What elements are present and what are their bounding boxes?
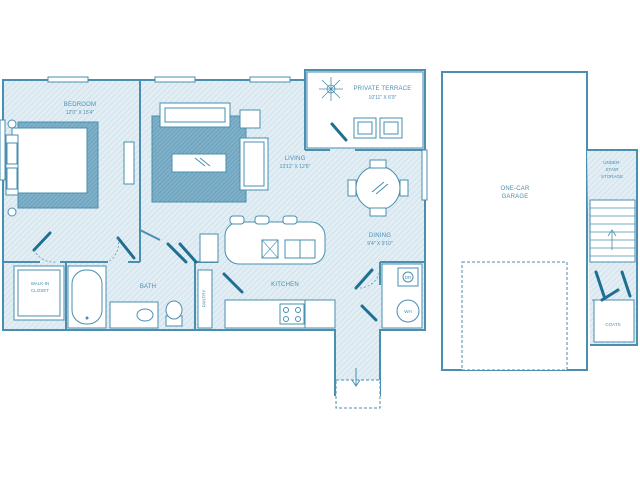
pantry-label: PANTRY [201,289,207,308]
dining-furniture [347,159,409,217]
storage-label-1: UNDER- [603,160,621,165]
terrace [306,71,424,149]
kitchen-fixtures [197,215,336,329]
walkin-label-2: CLOSET [30,288,49,293]
dr-label: DR [404,275,412,280]
dining-label: DINING [368,233,392,239]
plant-icon [319,77,343,101]
terrace-label: PRIVATE TERRACE [353,86,412,92]
storage-label-3: STORAGE [601,174,623,179]
walkin-label-1: WALK-IN [30,281,50,286]
living-dims: 13'11" x 12'6" [279,164,311,170]
storage-label-2: STAIR [605,167,619,172]
dining-dims: 9'4" x 9'10" [367,241,393,247]
living-label: LIVING [284,156,306,162]
bath-fixtures [67,265,183,329]
kitchen-label: KITCHEN [271,282,299,288]
terrace-dims: 10'11" x 6'9" [368,95,397,101]
garage-label-2: GARAGE [501,194,529,200]
coats-label: COATS [605,322,621,327]
utility-closet [381,263,423,329]
bedroom-dims: 12'0" x 15'4" [65,110,95,116]
wh-label: WH [404,309,412,314]
bedroom-furniture [5,119,135,217]
windows [0,76,428,201]
living-furniture [151,102,269,203]
walkin-closet [13,265,65,321]
garage [441,71,638,371]
bath-label: BATH [139,284,157,290]
door-swings [33,237,381,289]
entry [335,368,381,409]
garage-label-1: ONE-CAR [500,186,530,192]
bedroom-label: BEDROOM [63,102,97,108]
doors [32,122,378,322]
